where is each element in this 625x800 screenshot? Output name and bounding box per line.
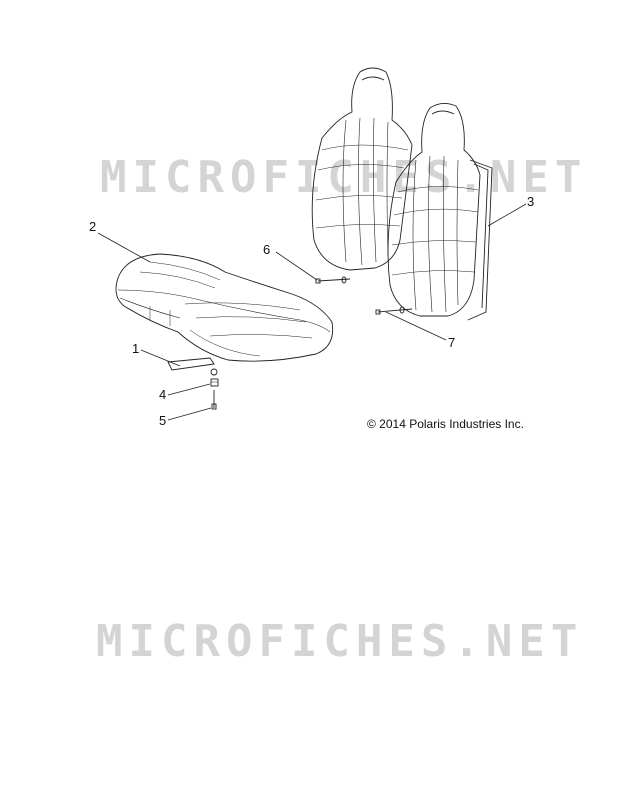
callout-3: 3: [527, 194, 535, 209]
callout-7: 7: [448, 335, 456, 350]
callout-2: 2: [89, 219, 97, 234]
leader-lines: [97, 203, 527, 421]
seat-cushion: [115, 253, 334, 362]
latch-bracket: [167, 357, 218, 376]
watermark-top: MICROFICHES.NET: [100, 152, 588, 203]
nut-part: [210, 378, 219, 387]
callout-1: 1: [132, 341, 140, 356]
seat-back-plate: [467, 159, 493, 321]
callout-6: 6: [263, 242, 271, 257]
bolt-part: [211, 390, 217, 410]
screw-7: [375, 306, 413, 315]
seat-back-left-panel: [311, 67, 413, 271]
seat-back-right-panel: [387, 103, 481, 317]
callout-5: 5: [159, 413, 167, 428]
copyright-notice: © 2014 Polaris Industries Inc.: [367, 417, 524, 431]
screw-6: [315, 276, 351, 284]
watermark-bottom: MICROFICHES.NET: [96, 616, 584, 667]
callout-4: 4: [159, 387, 167, 402]
